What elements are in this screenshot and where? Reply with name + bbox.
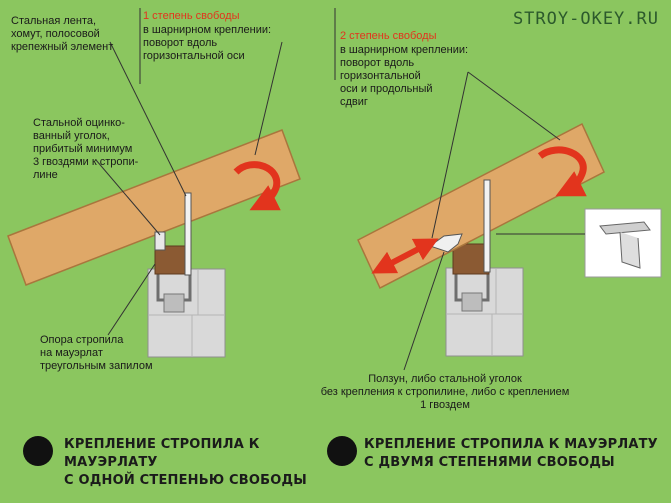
- left-caption: КРЕПЛЕНИЕ СТРОПИЛА К МАУЭРЛАТУ С ОДНОЙ С…: [64, 437, 307, 488]
- left-steel-angle: [154, 231, 166, 251]
- right-masonry-wall: [445, 267, 524, 357]
- right-assembly: [334, 8, 662, 371]
- site-watermark: STROY-OKEY.RU: [512, 9, 659, 29]
- label-slider: Ползун, либо стальной уголок без креплен…: [320, 373, 570, 411]
- label-degree-1-title: 1 степень свободы: [143, 10, 240, 22]
- right-mauerlat: [452, 243, 490, 275]
- left-assembly: [7, 8, 301, 358]
- left-rafter: [7, 129, 301, 286]
- right-caption-bullet: [327, 436, 357, 466]
- inset-bracket-icon: [599, 221, 651, 235]
- label-support: Опора стропила на мауэрлат треугольным з…: [40, 334, 153, 372]
- left-steel-strip: [184, 192, 192, 276]
- left-masonry-wall: [147, 268, 226, 358]
- label-degree-2-body: в шарнирном креплении: поворот вдоль гор…: [340, 44, 469, 108]
- left-rotation-arrow: [233, 161, 281, 211]
- label-steel-angle: Стальной оцинко- ванный уголок, прибитый…: [33, 117, 139, 181]
- label-steel-strip: Стальная лента, хомут, полосовой крепежн…: [11, 15, 114, 53]
- right-steel-strip: [483, 179, 491, 273]
- label-degree-1-body: в шарнирном креплении: поворот вдоль гор…: [143, 24, 272, 62]
- right-caption: КРЕПЛЕНИЕ СТРОПИЛА К МАУЭРЛАТУ С ДВУМЯ С…: [364, 437, 658, 470]
- right-shift-arrow: [371, 238, 439, 274]
- right-rotation-arrow: [537, 146, 587, 197]
- left-caption-bullet: [23, 436, 53, 466]
- label-degree-2-title: 2 степень свободы: [340, 30, 437, 42]
